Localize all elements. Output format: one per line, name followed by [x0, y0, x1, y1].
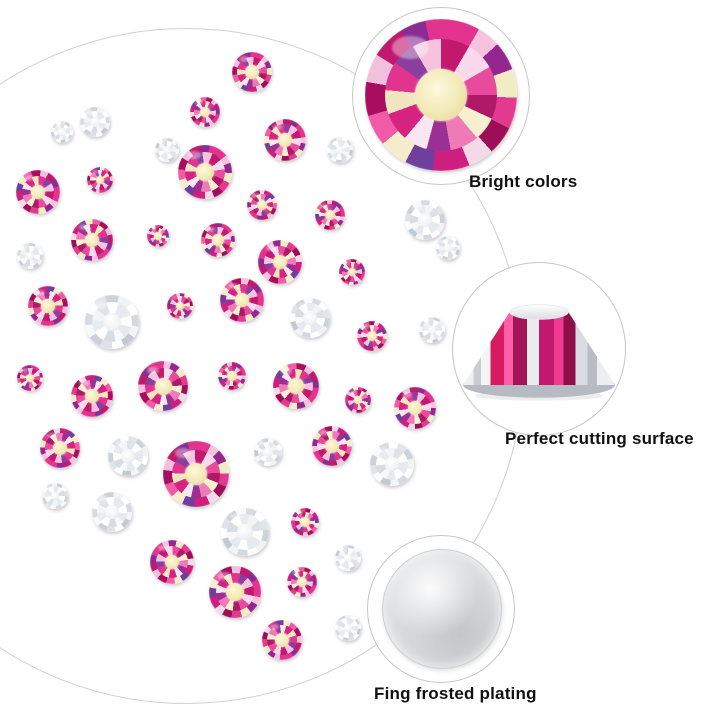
clear-rhinestone	[327, 137, 353, 163]
ab-rhinestone	[40, 428, 80, 468]
clear-rhinestone	[335, 615, 361, 641]
ab-rhinestone	[71, 219, 113, 261]
ab-rhinestone	[16, 170, 60, 214]
ab-rhinestone	[273, 363, 319, 409]
ab-rhinestone	[232, 52, 272, 92]
ab-rhinestone	[312, 426, 352, 466]
clear-rhinestone	[436, 236, 460, 260]
label-bright-colors: Bright colors	[469, 172, 578, 191]
label-frosted-plating: Fing frosted plating	[374, 684, 537, 703]
ab-rhinestone	[87, 167, 113, 193]
ab-rhinestone	[147, 225, 169, 247]
clear-rhinestone	[254, 438, 282, 466]
clear-rhinestone	[80, 107, 110, 137]
clear-rhinestone	[419, 317, 445, 343]
rhinestone-side-view	[461, 289, 617, 407]
ab-rhinestone-closeup	[365, 19, 517, 171]
clear-rhinestone	[108, 436, 148, 476]
callout-bright-colors	[352, 7, 530, 185]
gem-table-facet	[415, 69, 467, 121]
ab-rhinestone	[201, 223, 235, 257]
callout-frosted-plating	[367, 535, 515, 683]
ab-rhinestone	[345, 387, 371, 413]
ab-rhinestone	[394, 387, 436, 429]
label-cutting-surface: Perfect cutting surface	[505, 429, 694, 448]
ab-rhinestone	[71, 375, 113, 417]
ab-rhinestone	[138, 361, 188, 411]
ab-rhinestone	[190, 97, 220, 127]
ab-rhinestone	[220, 278, 264, 322]
ab-rhinestone	[17, 365, 43, 391]
clear-rhinestone	[51, 121, 73, 143]
clear-rhinestone	[17, 243, 43, 269]
ab-rhinestone	[28, 286, 68, 326]
ab-rhinestone	[264, 119, 306, 161]
ab-rhinestone	[209, 566, 261, 618]
frosted-plate	[382, 549, 502, 669]
clear-rhinestone	[92, 492, 132, 532]
clear-rhinestone	[335, 545, 361, 571]
clear-rhinestone	[155, 138, 179, 162]
ab-rhinestone	[218, 362, 246, 390]
ab-rhinestone	[315, 200, 345, 230]
clear-rhinestone	[42, 483, 68, 509]
ab-rhinestone	[291, 508, 319, 536]
clear-rhinestone	[405, 200, 445, 240]
ab-rhinestone	[178, 145, 232, 199]
ab-rhinestone	[287, 567, 317, 597]
ab-rhinestone	[247, 190, 277, 220]
ab-rhinestone	[357, 321, 387, 351]
clear-rhinestone	[370, 442, 414, 486]
ab-rhinestone	[262, 620, 302, 660]
ab-rhinestone	[167, 293, 193, 319]
clear-rhinestone	[85, 295, 139, 349]
ab-rhinestone	[163, 441, 229, 507]
clear-rhinestone	[221, 508, 269, 556]
ab-rhinestone	[339, 259, 365, 285]
ab-rhinestone	[150, 540, 194, 584]
side-view-graphic	[462, 304, 616, 401]
ab-rhinestone	[258, 240, 302, 284]
clear-rhinestone	[290, 298, 330, 338]
callout-cutting-surface	[452, 262, 626, 436]
